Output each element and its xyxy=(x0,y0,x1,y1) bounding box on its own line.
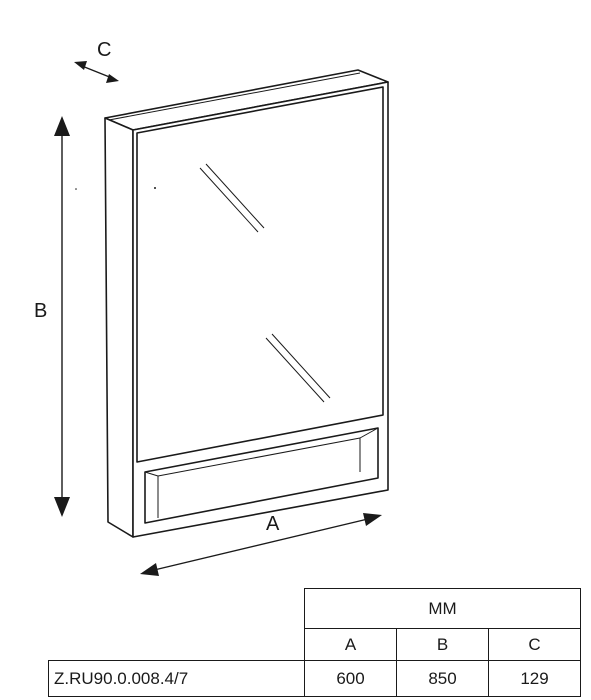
table-header-row: ММ xyxy=(49,588,581,629)
height-arrow-head-bottom xyxy=(54,497,70,517)
mirror-cabinet xyxy=(104,69,389,538)
unit-header: ММ xyxy=(304,588,581,629)
cabinet-drawing: C B A xyxy=(34,39,389,576)
reflection-line xyxy=(271,333,331,399)
height-arrow-head-top xyxy=(54,116,70,136)
table-blank-cell xyxy=(49,629,305,661)
width-arrow-head-right xyxy=(363,513,382,526)
mirror-door xyxy=(136,86,384,463)
scan-dot xyxy=(75,188,77,190)
reflection-line xyxy=(265,337,325,403)
dimension-arrows xyxy=(54,61,382,576)
model-code: Z.RU90.0.008.4/7 xyxy=(48,660,305,697)
shelf-inner-right xyxy=(359,427,379,439)
reflection-line xyxy=(205,163,265,229)
depth-label: C xyxy=(97,39,111,61)
column-header-c: C xyxy=(488,628,581,661)
reflection-line xyxy=(199,167,259,233)
table-blank-cell xyxy=(49,589,305,629)
cabinet-front-face xyxy=(132,81,389,538)
width-arrow-head-left xyxy=(140,563,159,576)
value-c: 129 xyxy=(488,660,581,697)
table-column-row: A B C xyxy=(49,628,581,661)
top-edge-line xyxy=(108,72,361,121)
depth-arrow-head-right xyxy=(106,74,119,83)
cabinet-side-face xyxy=(104,117,134,538)
column-header-a: A xyxy=(304,628,397,661)
table-row: Z.RU90.0.008.4/7 600 850 129 xyxy=(48,660,581,697)
depth-arrow-line xyxy=(81,65,113,79)
scan-dot xyxy=(154,187,156,189)
dimensions-table: ММ A B C Z.RU90.0.008.4/7 600 850 129 xyxy=(48,588,581,697)
height-label: B xyxy=(34,300,47,322)
depth-arrow-head-left xyxy=(74,61,87,70)
width-label: A xyxy=(266,513,280,535)
column-header-b: B xyxy=(396,628,489,661)
open-shelf xyxy=(144,427,379,524)
value-a: 600 xyxy=(304,660,397,697)
width-arrow-line xyxy=(149,517,373,572)
value-b: 850 xyxy=(396,660,489,697)
